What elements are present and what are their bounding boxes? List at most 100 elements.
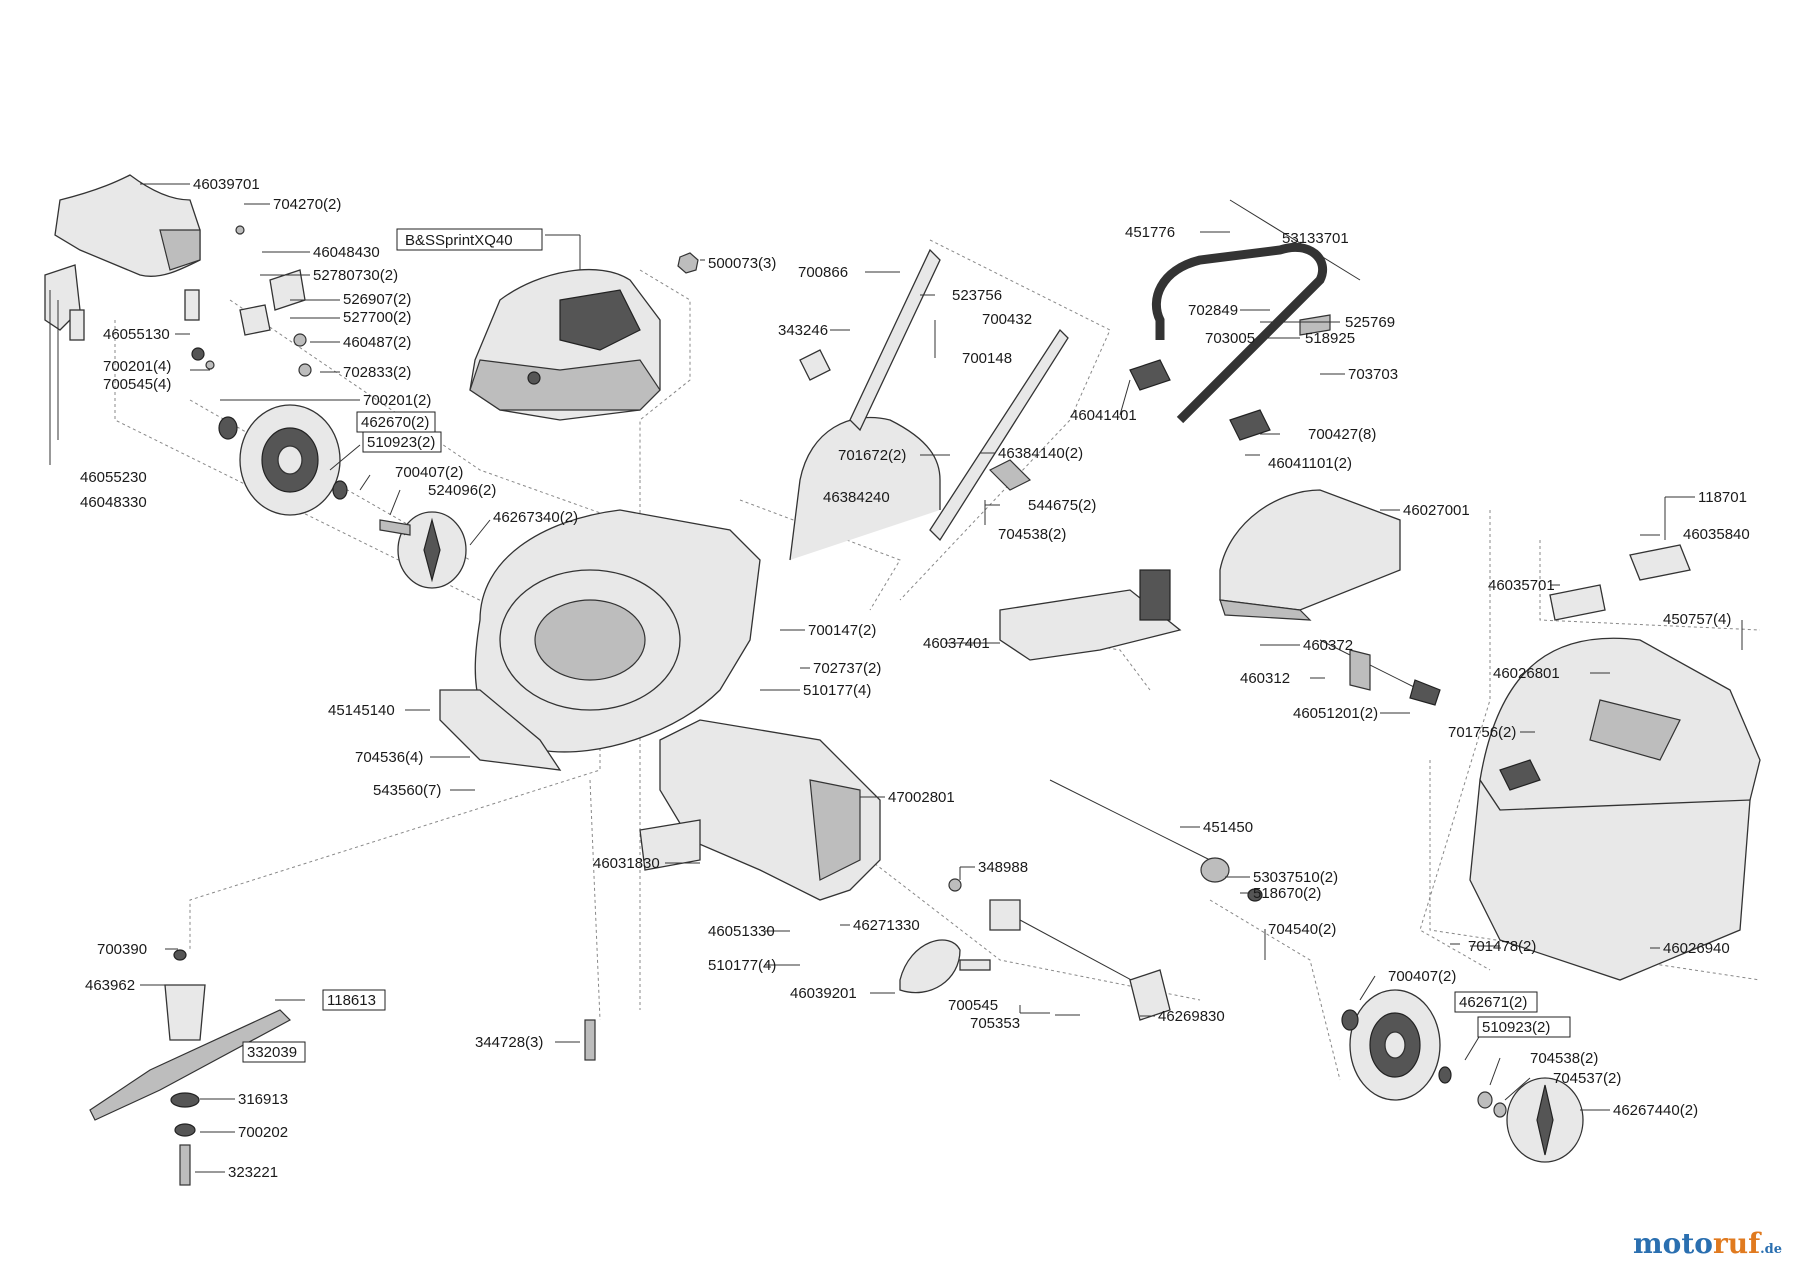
boxed-label-510923-2-right: 510923(2) bbox=[1477, 1016, 1571, 1038]
nut-500073 bbox=[677, 252, 699, 274]
part-label-344728-3: 344728(3) bbox=[475, 1034, 543, 1051]
part-label-460487-2: 460487(2) bbox=[343, 334, 411, 351]
part-label-703005: 703005 bbox=[1205, 330, 1255, 347]
leader-lines bbox=[49, 183, 1743, 1173]
rear-flap bbox=[44, 174, 201, 341]
part-label-46051201-2: 46051201(2) bbox=[1293, 705, 1378, 722]
part-label-701672-2: 701672(2) bbox=[838, 447, 906, 464]
svg-text:B&SSprintXQ40: B&SSprintXQ40 bbox=[405, 232, 513, 249]
hubcap-left bbox=[379, 511, 467, 589]
part-label-700390: 700390 bbox=[97, 941, 147, 958]
bolt-344728 bbox=[584, 1019, 596, 1061]
rear-wheel-right bbox=[1341, 989, 1452, 1101]
part-label-704270-2: 704270(2) bbox=[273, 196, 341, 213]
svg-text:510923(2): 510923(2) bbox=[1482, 1019, 1550, 1036]
part-label-700201-4: 700201(4) bbox=[103, 358, 171, 375]
boxed-label-332039: 332039 bbox=[242, 1041, 306, 1063]
part-label-460312: 460312 bbox=[1240, 670, 1290, 687]
svg-text:118613: 118613 bbox=[327, 992, 376, 1009]
part-label-500073-3: 500073(3) bbox=[708, 255, 776, 272]
part-label-510177-4-bottom: 510177(4) bbox=[708, 957, 776, 974]
part-label-703703: 703703 bbox=[1348, 366, 1398, 383]
part-label-53133701: 53133701 bbox=[1282, 230, 1349, 247]
part-label-46039701: 46039701 bbox=[193, 176, 260, 193]
part-label-451776: 451776 bbox=[1125, 224, 1175, 241]
part-label-323221: 323221 bbox=[228, 1164, 278, 1181]
part-label-46039201: 46039201 bbox=[790, 985, 857, 1002]
part-label-544675-2: 544675(2) bbox=[1028, 497, 1096, 514]
grass-box bbox=[1469, 544, 1761, 981]
part-label-463962: 463962 bbox=[85, 977, 135, 994]
part-label-46055130: 46055130 bbox=[103, 326, 170, 343]
part-label-46027001: 46027001 bbox=[1403, 502, 1470, 519]
handle-upper bbox=[1129, 199, 1361, 441]
part-label-46055230: 46055230 bbox=[80, 469, 147, 486]
part-label-510177-4-top: 510177(4) bbox=[803, 682, 871, 699]
part-label-46051330: 46051330 bbox=[708, 923, 775, 940]
part-label-46026801: 46026801 bbox=[1493, 665, 1560, 682]
engine bbox=[469, 269, 661, 421]
part-label-702849: 702849 bbox=[1188, 302, 1238, 319]
part-label-524096-2: 524096(2) bbox=[428, 482, 496, 499]
assembly-guides bbox=[114, 239, 1761, 1081]
part-label-702737-2: 702737(2) bbox=[813, 660, 881, 677]
svg-text:462671(2): 462671(2) bbox=[1459, 994, 1527, 1011]
watermark-logo: motoruf.de bbox=[1633, 1227, 1782, 1260]
part-label-46384240: 46384240 bbox=[823, 489, 890, 506]
part-labels: 46039701 704270(2) 46048430 52780730(2) … bbox=[80, 176, 1750, 1181]
part-label-704536-4: 704536(4) bbox=[355, 749, 423, 766]
part-label-700201-2: 700201(2) bbox=[363, 392, 431, 409]
part-label-46271330: 46271330 bbox=[853, 917, 920, 934]
boxed-label-462670-2: 462670(2) bbox=[356, 411, 436, 433]
part-label-700427-8: 700427(8) bbox=[1308, 426, 1376, 443]
part-label-527700-2: 527700(2) bbox=[343, 309, 411, 326]
boxed-label-118613: 118613 bbox=[322, 989, 386, 1011]
grass-box-lid bbox=[1219, 489, 1401, 621]
part-label-46384140-2: 46384140(2) bbox=[998, 445, 1083, 462]
part-label-701478-2: 701478(2) bbox=[1468, 938, 1536, 955]
part-label-118701: 118701 bbox=[1698, 489, 1747, 506]
part-label-46037401: 46037401 bbox=[923, 635, 990, 652]
part-label-46035701: 46035701 bbox=[1488, 577, 1555, 594]
part-label-460372: 460372 bbox=[1303, 637, 1353, 654]
part-label-348988: 348988 bbox=[978, 859, 1028, 876]
part-label-451450: 451450 bbox=[1203, 819, 1253, 836]
part-label-523756: 523756 bbox=[952, 287, 1002, 304]
part-label-543560-7: 543560(7) bbox=[373, 782, 441, 799]
part-label-526907-2: 526907(2) bbox=[343, 291, 411, 308]
part-label-704538-2-mid: 704538(2) bbox=[998, 526, 1066, 543]
part-label-343246: 343246 bbox=[778, 322, 828, 339]
boxed-label-462671-2: 462671(2) bbox=[1454, 991, 1538, 1013]
part-label-518925: 518925 bbox=[1305, 330, 1355, 347]
part-label-700545-4: 700545(4) bbox=[103, 376, 171, 393]
part-label-700148: 700148 bbox=[962, 350, 1012, 367]
part-label-700866: 700866 bbox=[798, 264, 848, 281]
part-label-518670-2: 518670(2) bbox=[1253, 885, 1321, 902]
boxed-label-510923-2-left: 510923(2) bbox=[362, 431, 442, 453]
svg-text:332039: 332039 bbox=[247, 1044, 297, 1061]
part-label-700432: 700432 bbox=[982, 311, 1032, 328]
part-label-46041401: 46041401 bbox=[1070, 407, 1137, 424]
part-label-46035840: 46035840 bbox=[1683, 526, 1750, 543]
part-label-704538-2-right: 704538(2) bbox=[1530, 1050, 1598, 1067]
part-label-46048330: 46048330 bbox=[80, 494, 147, 511]
part-label-52780730-2: 52780730(2) bbox=[313, 267, 398, 284]
part-label-705353: 705353 bbox=[970, 1015, 1020, 1032]
handle-lower-and-middle bbox=[789, 248, 1069, 561]
part-label-46026940: 46026940 bbox=[1663, 940, 1730, 957]
part-label-700407-2-right: 700407(2) bbox=[1388, 968, 1456, 985]
deck bbox=[439, 509, 761, 771]
boxed-label-bs-sprint: B&SSprintXQ40 bbox=[396, 228, 543, 251]
part-label-46267340-2: 46267340(2) bbox=[493, 509, 578, 526]
blade-assembly bbox=[89, 949, 291, 1186]
level-indicator bbox=[1319, 639, 1441, 706]
part-label-53037510-2: 53037510(2) bbox=[1253, 869, 1338, 886]
part-label-45145140: 45145140 bbox=[328, 702, 395, 719]
part-label-525769: 525769 bbox=[1345, 314, 1395, 331]
mulch-plug bbox=[999, 569, 1182, 661]
part-label-700202: 700202 bbox=[238, 1124, 288, 1141]
part-label-46031830: 46031830 bbox=[593, 855, 660, 872]
svg-text:462670(2): 462670(2) bbox=[361, 414, 429, 431]
small-fasteners-top-left bbox=[191, 225, 312, 377]
